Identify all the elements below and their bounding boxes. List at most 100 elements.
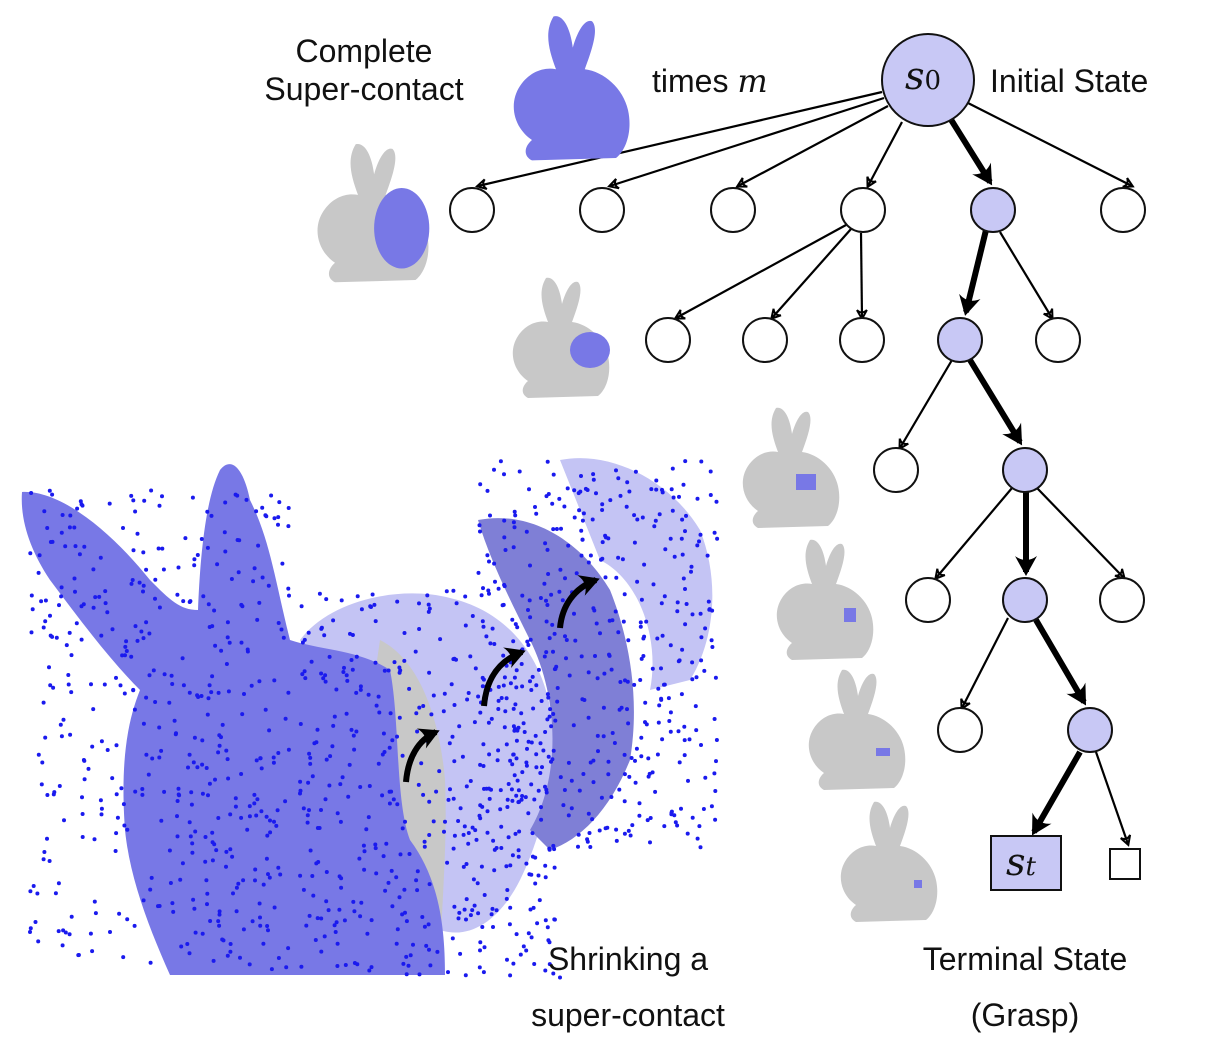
point-dot bbox=[415, 729, 420, 734]
point-dot bbox=[281, 635, 286, 640]
point-dot bbox=[140, 792, 145, 797]
point-dot bbox=[42, 509, 47, 514]
point-dot bbox=[228, 847, 233, 852]
point-dot bbox=[176, 786, 181, 791]
point-dot bbox=[443, 819, 447, 824]
point-dot bbox=[200, 791, 205, 796]
point-dot bbox=[205, 902, 209, 907]
point-dot bbox=[639, 754, 644, 759]
point-dot bbox=[123, 644, 128, 649]
point-dot bbox=[151, 668, 156, 673]
point-dot bbox=[272, 905, 277, 910]
point-dot bbox=[681, 482, 686, 487]
point-dot bbox=[501, 653, 506, 658]
point-dot bbox=[73, 544, 78, 549]
point-dot bbox=[676, 729, 681, 734]
point-dot bbox=[256, 543, 261, 548]
point-dot bbox=[476, 911, 481, 916]
point-dot bbox=[707, 607, 712, 612]
point-dot bbox=[98, 798, 103, 803]
point-dot bbox=[141, 550, 146, 555]
point-dot bbox=[427, 833, 432, 837]
point-dot bbox=[703, 626, 708, 631]
point-dot bbox=[225, 635, 230, 640]
point-dot bbox=[543, 968, 548, 973]
point-dot bbox=[566, 543, 571, 548]
point-dot bbox=[286, 690, 291, 695]
point-dot bbox=[460, 754, 465, 759]
point-dot bbox=[595, 676, 600, 681]
point-dot bbox=[511, 706, 516, 711]
bunny-contact-icon bbox=[512, 277, 610, 398]
point-dot bbox=[473, 666, 478, 671]
point-dot bbox=[121, 526, 125, 530]
point-dot bbox=[210, 674, 215, 679]
point-dot bbox=[709, 804, 714, 809]
point-dot bbox=[113, 849, 118, 853]
point-dot bbox=[562, 504, 567, 509]
point-dot bbox=[452, 904, 457, 909]
point-dot bbox=[528, 907, 533, 912]
point-dot bbox=[586, 811, 591, 816]
point-dot bbox=[644, 619, 649, 624]
point-dot bbox=[502, 675, 507, 680]
point-dot bbox=[542, 581, 547, 586]
point-dot bbox=[122, 691, 127, 696]
point-dot bbox=[472, 720, 477, 725]
point-dot bbox=[129, 493, 134, 498]
point-dot bbox=[633, 780, 638, 785]
point-dot bbox=[35, 891, 40, 896]
point-dot bbox=[576, 491, 581, 496]
point-dot bbox=[305, 820, 310, 825]
point-dot bbox=[324, 899, 329, 904]
point-dot bbox=[670, 508, 675, 513]
point-dot bbox=[110, 776, 115, 781]
point-dot bbox=[171, 909, 176, 914]
point-dot bbox=[355, 594, 360, 599]
point-dot bbox=[338, 782, 343, 787]
point-dot bbox=[534, 683, 539, 688]
point-dot bbox=[695, 496, 700, 501]
point-dot bbox=[446, 797, 451, 802]
point-dot bbox=[118, 683, 123, 688]
point-dot bbox=[685, 831, 690, 836]
point-dot bbox=[404, 919, 409, 924]
initial-state-label: Initial State bbox=[990, 63, 1149, 99]
point-dot bbox=[502, 472, 506, 477]
point-dot bbox=[192, 906, 197, 911]
point-dot bbox=[533, 505, 537, 509]
point-dot bbox=[206, 793, 210, 798]
point-dot bbox=[690, 660, 695, 665]
point-dot bbox=[238, 955, 242, 960]
point-dot bbox=[629, 756, 634, 760]
point-dot bbox=[330, 744, 335, 749]
point-dot bbox=[219, 648, 224, 653]
point-dot bbox=[357, 856, 362, 861]
point-dot bbox=[324, 757, 329, 762]
point-dot bbox=[424, 943, 429, 948]
point-dot bbox=[529, 872, 534, 877]
point-dot bbox=[512, 525, 517, 530]
point-dot bbox=[381, 731, 386, 736]
point-dot bbox=[323, 679, 328, 684]
point-dot bbox=[680, 647, 685, 652]
point-dot bbox=[614, 827, 619, 832]
point-dot bbox=[609, 667, 614, 672]
point-dot bbox=[276, 865, 281, 870]
point-dot bbox=[148, 960, 153, 965]
point-dot bbox=[679, 536, 684, 541]
point-dot bbox=[266, 583, 271, 588]
point-dot bbox=[595, 733, 600, 738]
point-dot bbox=[450, 734, 455, 739]
point-dot bbox=[332, 714, 337, 719]
point-dot bbox=[536, 788, 541, 793]
point-dot bbox=[125, 827, 130, 832]
point-dot bbox=[579, 528, 584, 533]
point-dot bbox=[272, 678, 277, 683]
point-dot bbox=[311, 893, 316, 898]
point-dot bbox=[234, 885, 239, 890]
point-dot bbox=[240, 712, 245, 717]
point-dot bbox=[699, 743, 703, 747]
point-dot bbox=[147, 673, 152, 678]
point-dot bbox=[641, 636, 646, 641]
